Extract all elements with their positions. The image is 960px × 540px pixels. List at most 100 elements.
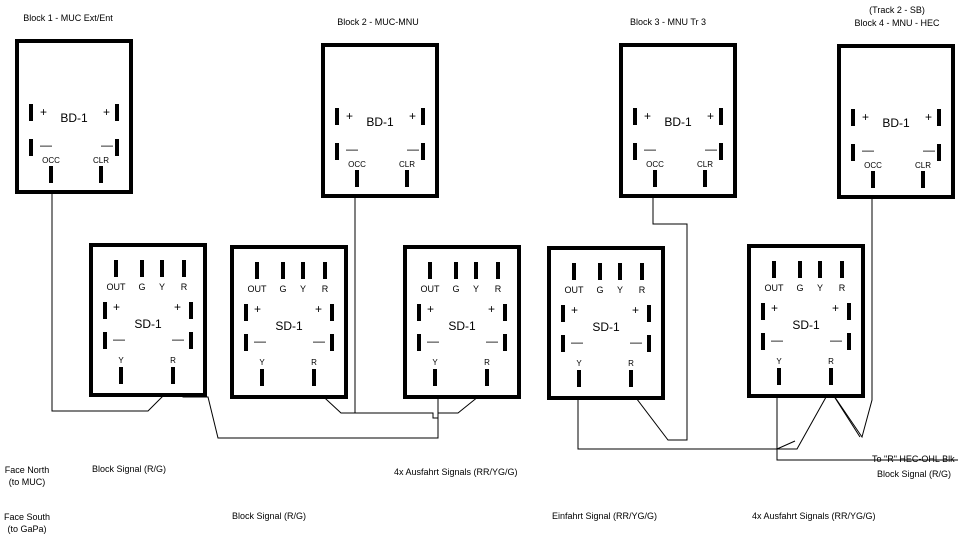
minus-sign: — [486,334,498,348]
terminal-minus-right [189,332,193,349]
terminal-plus-left [633,108,637,125]
terminal-minus-left [417,334,421,351]
signal-device-name: SD-1 [792,318,820,332]
output-pin-3 [160,260,164,277]
plus-sign: + [771,301,778,315]
terminal-plus-right [115,104,119,121]
block-detector-4: Block 4 - MNU - HEC(Track 2 - SB)BD-1++—… [837,5,955,199]
terminal-clr-pin [703,170,707,187]
terminal-plus-right [719,108,723,125]
terminal-r-pin [629,370,633,387]
plus-sign: + [832,301,839,315]
output-label-out: OUT [565,285,585,295]
block-detector-frame [619,43,737,198]
plus-sign: + [409,109,416,123]
terminal-minus-left [244,334,248,351]
plus-sign: + [862,110,869,124]
plus-sign: + [644,109,651,123]
terminal-plus-left [244,304,248,321]
output-label-y_top: Y [473,284,479,294]
signal-device-name: SD-1 [134,317,162,331]
wire-sig5-cross [777,389,861,450]
terminal-plus-left [417,304,421,321]
output-label-y_top: Y [300,284,306,294]
r-label: R [828,357,834,366]
terminal-minus-left [335,143,339,160]
output-label-out: OUT [421,284,441,294]
terminal-r-pin [171,367,175,384]
minus-sign: — [172,332,184,346]
output-pin-2 [454,262,458,279]
caption-block-signal-2: Block Signal (R/G) [232,511,306,521]
signal-device-name: SD-1 [592,320,620,334]
output-label-r_top: R [495,284,502,294]
terminal-minus-left [761,333,765,350]
output-label-g: G [279,284,286,294]
minus-sign: — [101,138,113,152]
terminal-plus-right [421,108,425,125]
occ-label: OCC [646,160,664,169]
output-label-y_top: Y [817,283,823,293]
output-pin-3 [301,262,305,279]
plus-sign: + [113,300,120,314]
block-device-name: BD-1 [664,115,692,129]
minus-sign: — [407,142,419,156]
plus-sign: + [707,109,714,123]
signal-device-name: SD-1 [448,319,476,333]
wire-block4-occ [829,186,873,439]
caption-einfahrt: Einfahrt Signal (RR/YG/G) [552,511,657,521]
terminal-minus-right [647,335,651,352]
block-heading: Block 2 - MUC-MNU [337,17,419,27]
output-pin-4 [496,262,500,279]
y-label: Y [776,357,782,366]
output-pin-4 [840,261,844,278]
minus-sign: — [923,143,935,157]
block-heading: Block 1 - MUC Ext/Ent [23,13,113,23]
output-label-out: OUT [765,283,785,293]
block-device-name: BD-1 [60,111,88,125]
face-north-label: Face North [5,465,50,475]
minus-sign: — [427,334,439,348]
terminal-plus-right [847,303,851,320]
terminal-plus-right [503,304,507,321]
signal-device-name: SD-1 [275,319,303,333]
terminal-minus-right [330,334,334,351]
terminal-y-pin [260,369,264,386]
minus-sign: — [630,335,642,349]
output-label-out: OUT [248,284,268,294]
r-label: R [484,358,490,367]
y-label: Y [118,356,124,365]
terminal-y-pin [433,369,437,386]
terminal-plus-right [647,305,651,322]
output-pin-2 [798,261,802,278]
minus-sign: — [705,142,717,156]
output-label-out: OUT [107,282,127,292]
terminal-minus-left [633,143,637,160]
clr-label: CLR [399,160,415,169]
output-pin-2 [281,262,285,279]
block-detector-frame [15,39,133,194]
output-pin-4 [182,260,186,277]
terminal-occ-pin [871,171,875,188]
plus-sign: + [40,105,47,119]
block-device-name: BD-1 [366,115,394,129]
output-pin-3 [474,262,478,279]
caption-ausfahrt-1: 4x Ausfahrt Signals (RR/YG/G) [394,467,518,477]
terminal-clr-pin [921,171,925,188]
output-pin-3 [618,263,622,280]
terminal-minus-left [851,144,855,161]
wire-sig5-cross2 [776,440,796,450]
terminal-occ-pin [49,166,53,183]
output-pin-2 [140,260,144,277]
terminal-y-pin [777,368,781,385]
output-label-r_top: R [639,285,646,295]
output-pin-4 [323,262,327,279]
terminal-r-pin [829,368,833,385]
